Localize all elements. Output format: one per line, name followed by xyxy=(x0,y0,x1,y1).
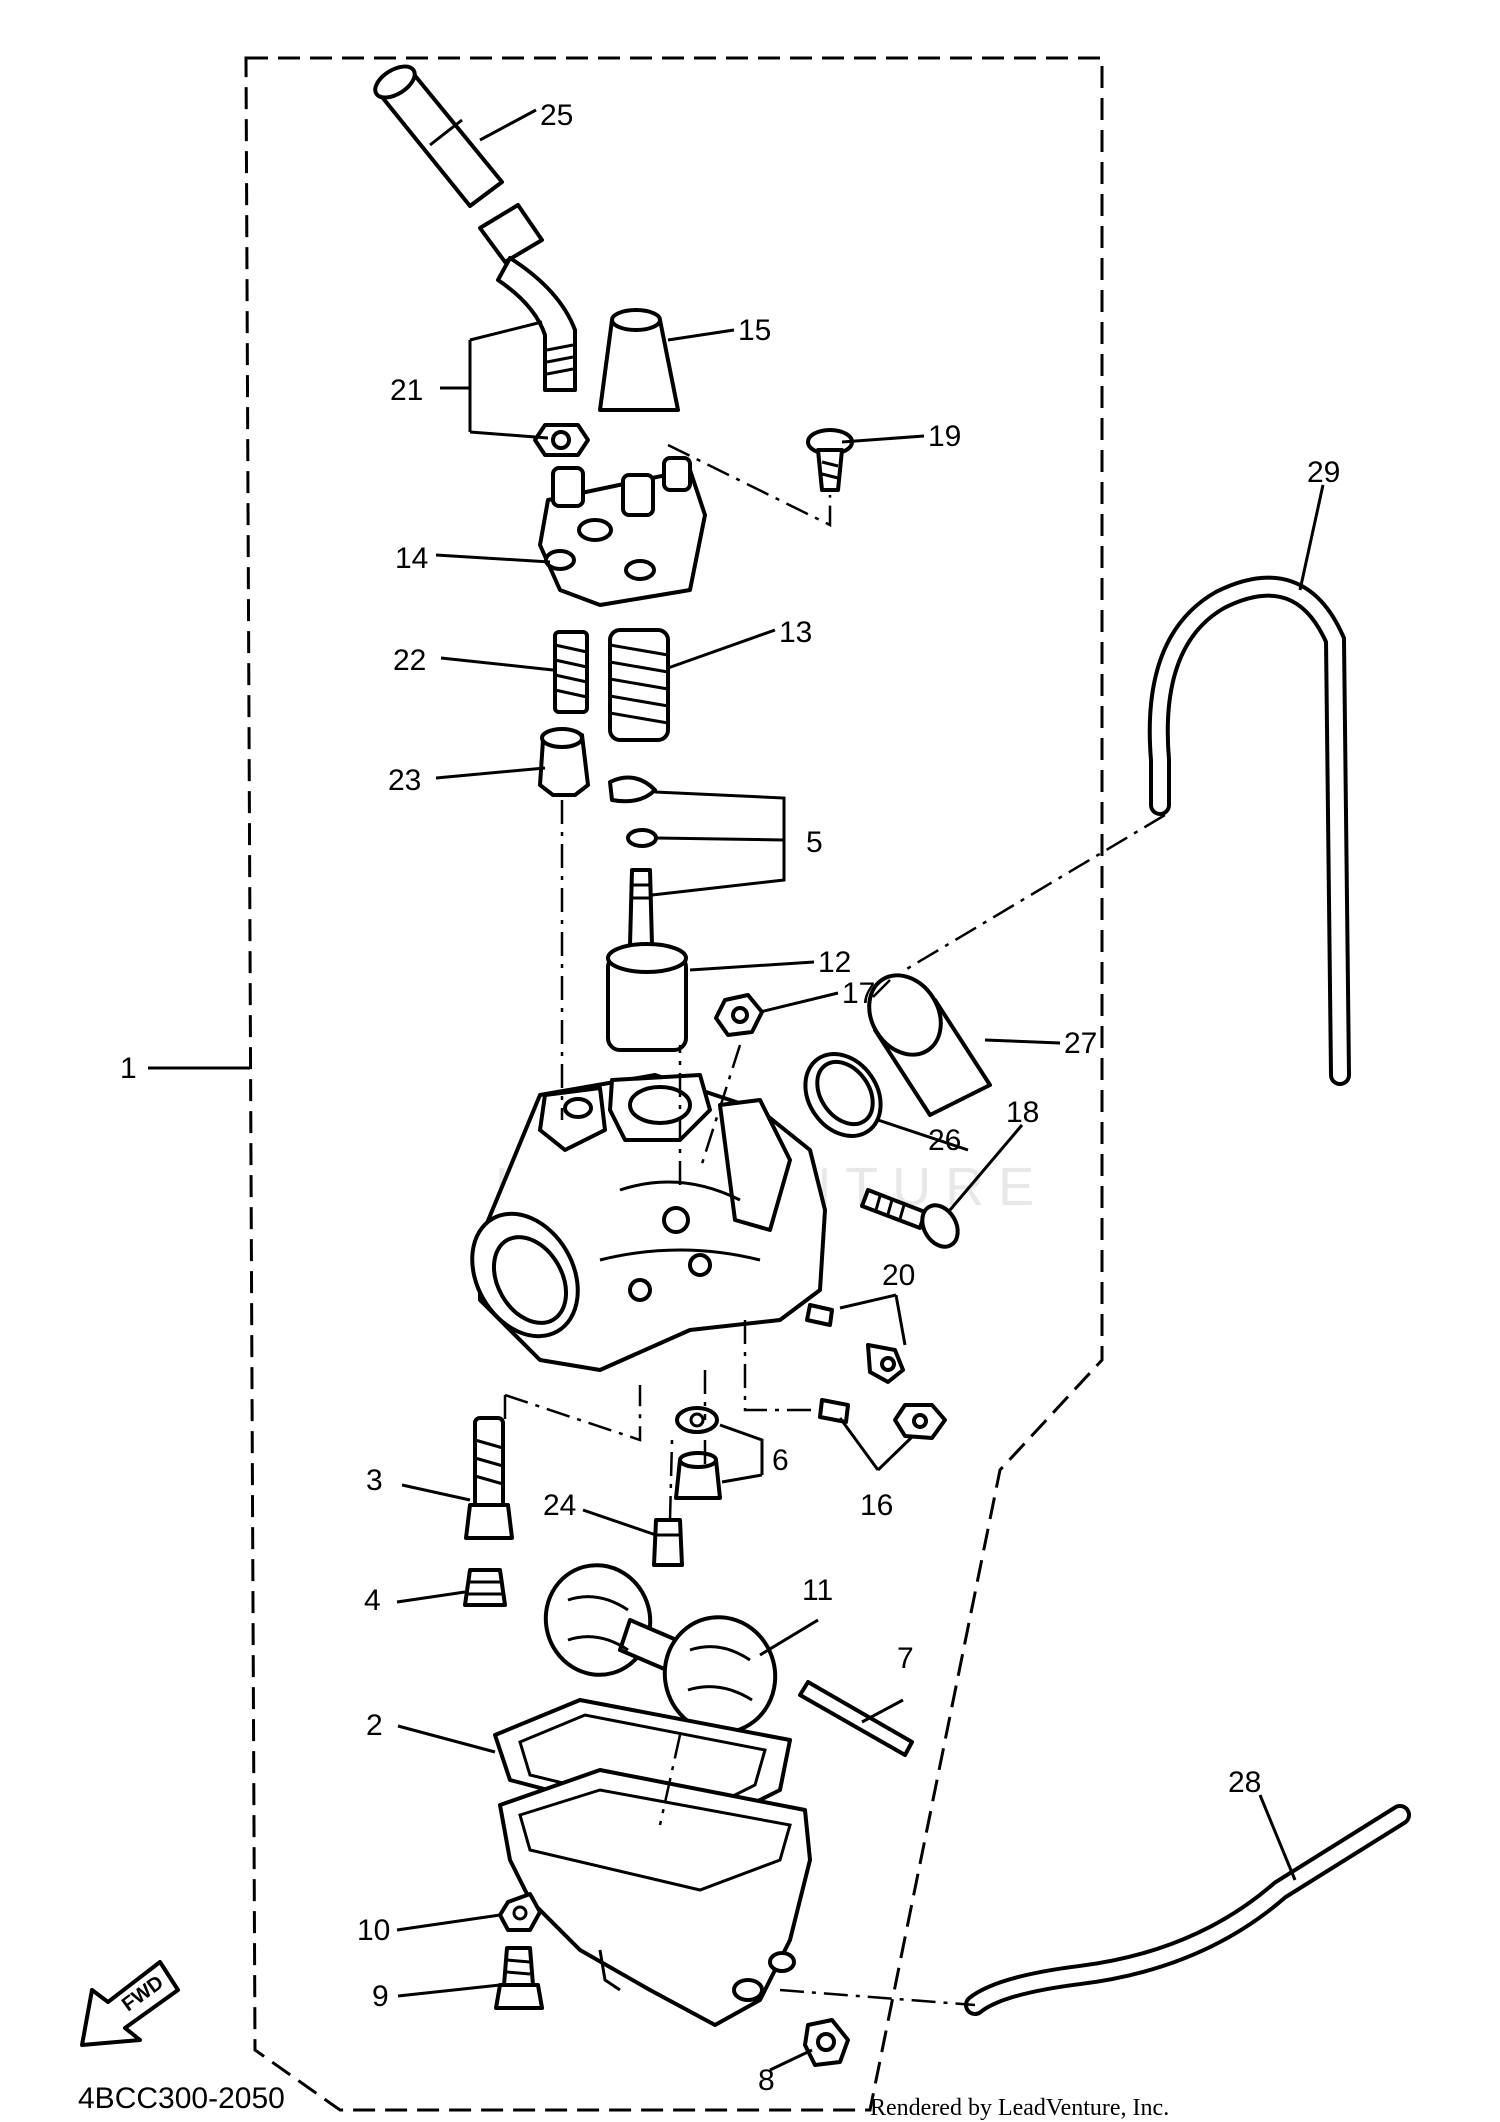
callout-20: 20 xyxy=(882,1259,915,1292)
part-21-cable-fitting xyxy=(478,203,590,457)
callout-25: 25 xyxy=(540,99,573,132)
part-26-ring xyxy=(803,1052,883,1138)
callout-labels: 25 15 21 19 29 14 22 13 23 5 12 17 27 1 … xyxy=(120,99,1340,2097)
part-13-valve-spring xyxy=(608,628,670,742)
part-14-chamber-top xyxy=(538,456,707,607)
callout-10: 10 xyxy=(357,1914,390,1947)
part-1-carburetor-body xyxy=(470,1073,827,1372)
callout-14: 14 xyxy=(395,542,428,575)
callout-26: 26 xyxy=(928,1124,961,1157)
alignment-lines xyxy=(503,443,1166,2007)
callout-7: 7 xyxy=(897,1642,914,1675)
part-17-nut xyxy=(714,993,764,1037)
part-11-float xyxy=(543,1563,778,1735)
callout-27: 27 xyxy=(1064,1027,1097,1060)
callout-28: 28 xyxy=(1228,1766,1261,1799)
callout-5: 5 xyxy=(806,826,823,859)
part-23-starter-plunger xyxy=(538,727,590,797)
callout-12: 12 xyxy=(818,946,851,979)
callout-3: 3 xyxy=(366,1464,383,1497)
callout-29: 29 xyxy=(1307,456,1340,489)
part-22-small-spring xyxy=(553,630,589,714)
part-10-washer xyxy=(498,1892,542,1932)
callout-1: 1 xyxy=(120,1052,137,1085)
part-20-pilot-screw-set xyxy=(805,1303,905,1384)
leader-lines xyxy=(148,108,1325,2072)
part-6-needle-jet-set xyxy=(674,1406,722,1500)
part-7-float-pin xyxy=(798,1680,914,1757)
callout-6: 6 xyxy=(772,1444,789,1477)
callout-18: 18 xyxy=(1006,1096,1039,1129)
part-12-throttle-valve xyxy=(606,942,688,1052)
part-9-screw xyxy=(494,1946,544,2010)
credit-text: Rendered by LeadVenture, Inc. xyxy=(870,2095,1169,2121)
part-25-cable-boot xyxy=(373,64,504,208)
fwd-arrow-icon: FWD xyxy=(80,1960,180,2047)
part-29-vent-hose xyxy=(1147,575,1351,1086)
part-5-needle-set xyxy=(608,775,658,947)
callout-22: 22 xyxy=(393,644,426,677)
part-8-drain-screw xyxy=(803,2018,850,2067)
callout-8: 8 xyxy=(758,2064,775,2097)
part-18-long-screw xyxy=(860,1188,960,1249)
callout-4: 4 xyxy=(364,1584,381,1617)
callout-2: 2 xyxy=(366,1709,383,1742)
callout-16: 16 xyxy=(860,1489,893,1522)
assembly-boundary xyxy=(244,56,1104,2112)
callout-15: 15 xyxy=(738,314,771,347)
callout-13: 13 xyxy=(779,616,812,649)
callout-17: 17 xyxy=(842,977,875,1010)
diagram-code: 4BCC300-2050 xyxy=(78,2082,285,2115)
callout-24: 24 xyxy=(543,1489,576,1522)
callout-9: 9 xyxy=(372,1980,389,2013)
callout-23: 23 xyxy=(388,764,421,797)
part-15-rubber-cap xyxy=(598,308,680,412)
callout-21: 21 xyxy=(390,374,423,407)
part-3-jet-holder xyxy=(464,1416,514,1540)
part-24-jet xyxy=(652,1518,684,1567)
part-16-stop-screw-set xyxy=(818,1398,947,1440)
part-19-screw xyxy=(806,428,854,492)
callout-11: 11 xyxy=(802,1574,833,1607)
part-27-sleeve xyxy=(867,973,992,1117)
part-4-main-jet xyxy=(463,1568,507,1607)
callout-19: 19 xyxy=(928,420,961,453)
float-chamber-bowl xyxy=(498,1768,812,2027)
part-28-drain-hose xyxy=(964,1804,1411,2016)
